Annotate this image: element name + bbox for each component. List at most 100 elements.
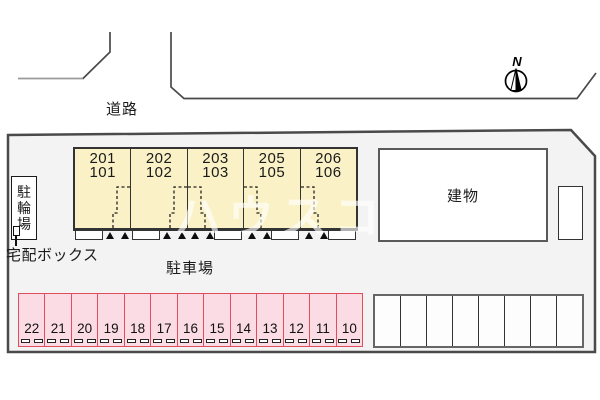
parking-stall-unnumbered [400, 296, 426, 346]
parking-stall-15: 15 [203, 294, 229, 346]
parking-stall-11: 11 [309, 294, 335, 346]
stall-number: 20 [77, 321, 93, 336]
stall-number: 15 [209, 321, 225, 336]
entrance-triangle-icon [120, 232, 129, 239]
north-compass-icon: N [504, 54, 528, 93]
parking-stall-16: 16 [176, 294, 203, 346]
unnumbered-parking-stalls [373, 294, 584, 348]
parking-stall-18: 18 [123, 294, 150, 346]
porch-outline [300, 186, 319, 228]
parking-stall-unnumbered [375, 296, 400, 346]
wheel-stopper [139, 339, 149, 343]
parking-lot-label: 駐車場 [166, 260, 215, 277]
building-rect: 建物 [378, 148, 548, 242]
stall-number: 13 [262, 321, 278, 336]
parking-stall-20: 20 [70, 294, 97, 346]
wheel-stopper [47, 339, 57, 343]
entrance-triangle-icon [247, 232, 256, 239]
stall-number: 11 [315, 321, 330, 336]
wheel-stopper [324, 339, 334, 343]
parking-stall-21: 21 [44, 294, 70, 346]
porch-outline [169, 186, 187, 228]
wheel-stopper [73, 339, 83, 343]
entrance-step [132, 230, 160, 240]
wheel-stopper [285, 339, 295, 343]
wheel-stopper [100, 339, 110, 343]
wheel-stopper [351, 339, 361, 343]
stall-number: 14 [235, 321, 251, 336]
wheel-stopper [206, 339, 216, 343]
delivery-box-label: 宅配ボックス [6, 247, 99, 264]
numbered-parking-stalls: 22 21 20 19 18 17 16 15 14 13 12 11 10 [18, 293, 363, 347]
stall-number: 22 [24, 321, 40, 336]
entrance-step [328, 230, 356, 240]
stall-number: 18 [130, 321, 146, 336]
road-lines [18, 32, 597, 100]
wheel-stopper [33, 339, 43, 343]
parking-stall-unnumbered [478, 296, 504, 346]
wheel-stopper [232, 339, 242, 343]
stall-number: 17 [156, 321, 172, 336]
delivery-box-leader-line [15, 236, 17, 246]
parking-stall-12: 12 [282, 294, 309, 346]
north-label: N [512, 54, 522, 69]
entrance-triangle-icon [319, 232, 328, 239]
entrance-step [75, 230, 103, 240]
building-label: 建物 [446, 187, 479, 205]
stall-number: 21 [50, 321, 66, 336]
entrance-triangle-icon [177, 232, 186, 239]
wheel-stopper [20, 339, 30, 343]
wheel-stopper [298, 339, 308, 343]
parking-stall-unnumbered [452, 296, 478, 346]
entrance-triangle-icon [105, 232, 114, 239]
wheel-stopper [338, 339, 348, 343]
wheel-stopper [166, 339, 176, 343]
wheel-stopper [60, 339, 70, 343]
wheel-stopper [271, 339, 281, 343]
wheel-stopper [86, 339, 96, 343]
entrance-triangle-icon [190, 232, 199, 239]
stall-number: 16 [183, 321, 199, 336]
parking-stall-19: 19 [97, 294, 123, 346]
porch-outline [112, 186, 131, 228]
stall-number: 12 [288, 321, 304, 336]
entrance-triangle-icon [205, 232, 214, 239]
entrance-triangle-icon [262, 232, 271, 239]
parking-stall-10: 10 [335, 294, 362, 346]
parking-stall-unnumbered [530, 296, 556, 346]
parking-stall-13: 13 [256, 294, 282, 346]
porch-outline [244, 186, 262, 228]
wheel-stopper [126, 339, 136, 343]
parking-stall-22: 22 [19, 294, 44, 346]
stall-number: 10 [341, 321, 357, 336]
wheel-stopper [192, 339, 202, 343]
stall-number: 19 [103, 321, 119, 336]
wheel-stopper [179, 339, 189, 343]
parking-stall-unnumbered [426, 296, 452, 346]
wheel-stopper [153, 339, 163, 343]
parking-stall-14: 14 [229, 294, 256, 346]
wheel-stopper [219, 339, 229, 343]
entrance-step [214, 230, 242, 240]
wheel-stopper [245, 339, 255, 343]
road-label: 道路 [106, 101, 139, 118]
wheel-stopper [258, 339, 268, 343]
parking-stall-unnumbered [556, 296, 582, 346]
porch-outline [187, 186, 206, 228]
side-structure-rect [558, 186, 583, 240]
delivery-box-marker [13, 226, 20, 236]
entrance-triangle-icon [162, 232, 171, 239]
wheel-stopper [113, 339, 123, 343]
parking-stall-unnumbered [504, 296, 530, 346]
